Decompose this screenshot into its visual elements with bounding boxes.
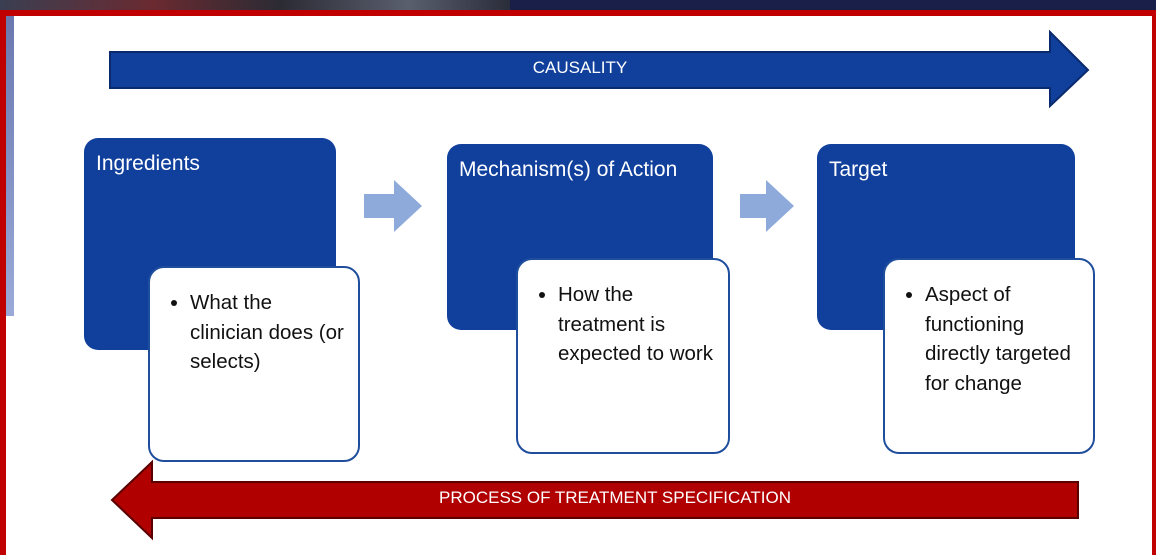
ingredients-title: Ingredients <box>96 152 200 175</box>
process-arrow <box>110 459 1079 541</box>
ingredients-detail-box: What the clinician does (or selects) <box>148 266 360 462</box>
target-detail: Aspect of functioning directly targeted … <box>925 280 1081 398</box>
mechanism-detail: How the treatment is expected to work <box>558 280 716 369</box>
connector-arrow-2 <box>740 180 794 232</box>
causality-arrow <box>109 29 1090 109</box>
target-title: Target <box>829 158 888 181</box>
mechanism-title: Mechanism(s) of Action <box>459 158 678 181</box>
mechanism-detail-box: How the treatment is expected to work <box>516 258 730 454</box>
target-detail-box: Aspect of functioning directly targeted … <box>883 258 1095 454</box>
process-label: PROCESS OF TREATMENT SPECIFICATION <box>438 488 791 507</box>
connector-arrow-1 <box>364 180 422 232</box>
causality-label: CAUSALITY <box>532 58 628 77</box>
background-edge <box>6 16 14 316</box>
ingredients-detail: What the clinician does (or selects) <box>190 288 346 377</box>
